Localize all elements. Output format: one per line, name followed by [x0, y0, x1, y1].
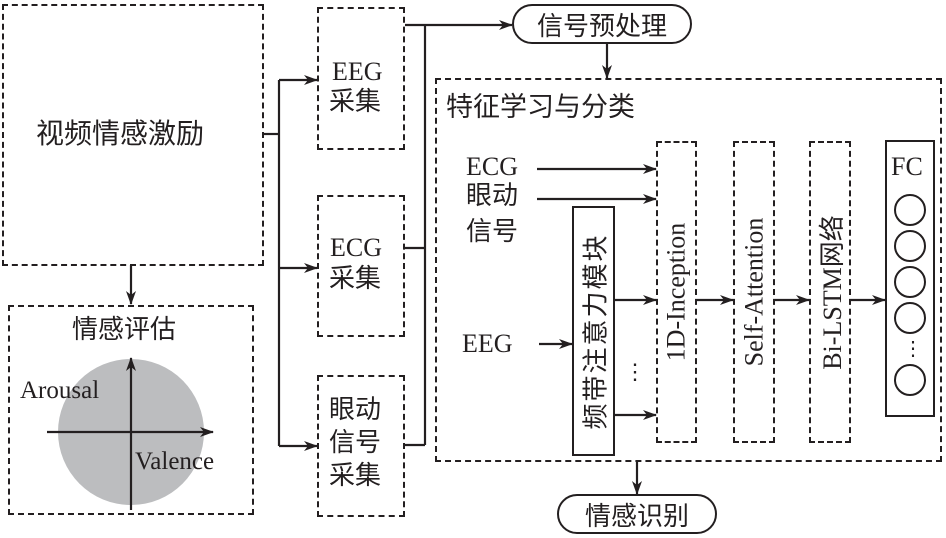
fc-node-3	[894, 266, 926, 298]
eye-acquisition-line1: 眼动	[329, 395, 382, 425]
self-attention-label: Self-Attention	[739, 217, 769, 367]
inception-block	[656, 141, 697, 443]
eeg-acquisition-line2: 采集	[329, 87, 382, 117]
bilstm-label-wrap: Bi-LSTM网络	[809, 141, 851, 443]
inception-label-wrap: 1D-Inception	[656, 141, 697, 443]
stimulus-label: 视频情感激励	[36, 117, 205, 150]
self-attention-block	[733, 141, 775, 443]
arousal-label: Arousal	[20, 377, 100, 404]
bilstm-block	[809, 141, 851, 443]
preprocess-node: 信号预处理	[512, 4, 692, 44]
evaluation-title: 情感评估	[72, 315, 177, 345]
self-attention-label-wrap: Self-Attention	[733, 141, 775, 443]
ecg-input-label: ECG	[466, 152, 518, 181]
stimulus-box	[2, 4, 264, 266]
eeg-acquisition-line1: EEG	[332, 57, 383, 86]
fc-node-n	[894, 364, 926, 396]
valence-arousal-plot	[47, 357, 214, 510]
fc-ellipsis: ⋮	[903, 336, 923, 360]
band-attention-label-wrap: 频带注意力模块	[572, 206, 615, 456]
eye-acquisition-line3: 采集	[329, 461, 382, 491]
fc-node-2	[894, 230, 926, 262]
inception-label: 1D-Inception	[661, 222, 691, 362]
ecg-acquisition-line2: 采集	[329, 264, 382, 294]
eye-acquisition-line2: 信号	[329, 428, 382, 458]
eye-input-label-2: 信号	[466, 217, 519, 247]
bilstm-label: Bi-LSTM网络	[817, 214, 847, 370]
feature-learning-box	[435, 78, 942, 462]
fc-node-1	[894, 194, 926, 226]
ecg-acquisition-line1: ECG	[330, 233, 382, 262]
ecg-acquisition-box	[317, 195, 405, 337]
band-attention-label: 频带注意力模块	[581, 232, 612, 430]
eeg-input-label: EEG	[462, 329, 513, 358]
band-ellipsis: ⋮	[624, 360, 646, 385]
emotion-recognition-node: 情感识别	[557, 494, 717, 534]
fc-node-4	[894, 302, 926, 334]
feature-learning-title: 特征学习与分类	[446, 92, 635, 123]
fc-title: FC	[891, 152, 923, 181]
valence-label: Valence	[135, 448, 215, 475]
evaluation-box	[8, 305, 254, 515]
eye-input-label-1: 眼动	[466, 181, 519, 211]
eye-acquisition-box	[317, 375, 405, 517]
band-attention-module	[572, 206, 615, 456]
eeg-acquisition-box	[317, 7, 405, 150]
